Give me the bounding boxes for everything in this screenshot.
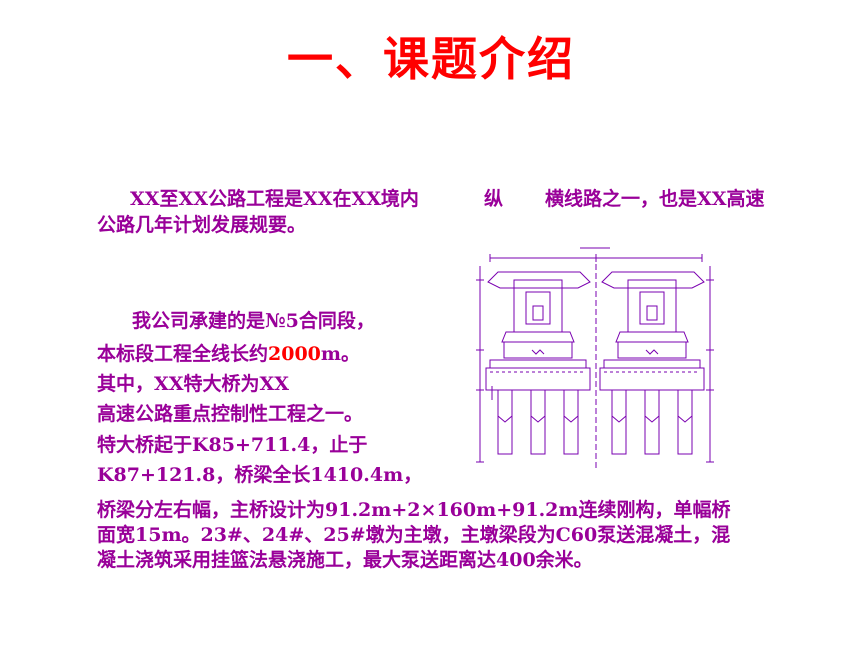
right-pile-break-3 <box>677 415 693 423</box>
intro-line-1b: 纵 <box>484 188 504 210</box>
left-pier-column <box>503 341 573 359</box>
right-pile-2 <box>644 389 660 455</box>
left-break-mark <box>531 349 545 355</box>
right-footing-top <box>603 359 701 369</box>
right-pile-break-2 <box>644 415 660 423</box>
left-pile-cap <box>485 367 591 391</box>
left-box-cell <box>525 291 551 325</box>
right-pile-1 <box>611 389 627 455</box>
left-girder-deck <box>487 271 591 289</box>
intro-line-1c: 横线路之一，也是XX高速 <box>545 188 765 210</box>
left-pile-break-1 <box>497 415 513 423</box>
intro-line-1a: XX至XX公路工程是XX在XX境内 <box>130 188 419 210</box>
section-line-2-post: m。 <box>320 343 361 365</box>
detail-line-3: 凝土浇筑采用挂篮法悬浇施工，最大泵送距离达400余米。 <box>97 549 593 571</box>
left-pile-break-2 <box>530 415 546 423</box>
left-cell-detail <box>532 305 544 321</box>
right-pile-3 <box>677 389 693 455</box>
page-title: 一、课题介绍 <box>287 32 575 86</box>
intro-line-2: 公路几年计划发展规要。 <box>97 214 307 236</box>
right-pier-cap <box>615 331 689 343</box>
section-line-3: 其中，XX特大桥为XX <box>97 373 289 395</box>
bridge-cross-section-drawing <box>476 247 714 470</box>
detail-line-1: 桥梁分左右幅，主桥设计为91.2m+2×160m+91.2m连续刚构，单幅桥 <box>97 499 731 521</box>
detail-line-2: 面宽15m。23#、24#、25#墩为主墩，主墩梁段为C60泵送混凝土，混 <box>97 524 731 546</box>
left-footing-top <box>489 359 587 369</box>
section-line-4: 高速公路重点控制性工程之一。 <box>97 403 364 425</box>
right-cell-detail <box>646 305 658 321</box>
left-pile-2 <box>530 389 546 455</box>
right-break-mark <box>645 349 659 355</box>
section-line-2: 本标段工程全线长约2000m。 <box>97 341 360 367</box>
right-pile-cap <box>599 367 705 391</box>
left-pile-1 <box>497 389 513 455</box>
left-pier-cap <box>501 331 575 343</box>
right-girder-deck <box>601 271 705 289</box>
section-line-1: 我公司承建的是№5合同段， <box>132 310 375 332</box>
section-line-6: K87+121.8，桥梁全长1410.4m， <box>97 464 423 486</box>
right-box-cell <box>639 291 665 325</box>
right-pile-break-1 <box>611 415 627 423</box>
right-pier-column <box>617 341 687 359</box>
left-pile-break-3 <box>563 415 579 423</box>
section-line-2-pre: 本标段工程全线长约 <box>97 343 269 365</box>
length-highlight: 2000 <box>268 343 321 365</box>
left-pile-3 <box>563 389 579 455</box>
section-line-5: 特大桥起于K85+711.4，止于 <box>97 434 368 456</box>
